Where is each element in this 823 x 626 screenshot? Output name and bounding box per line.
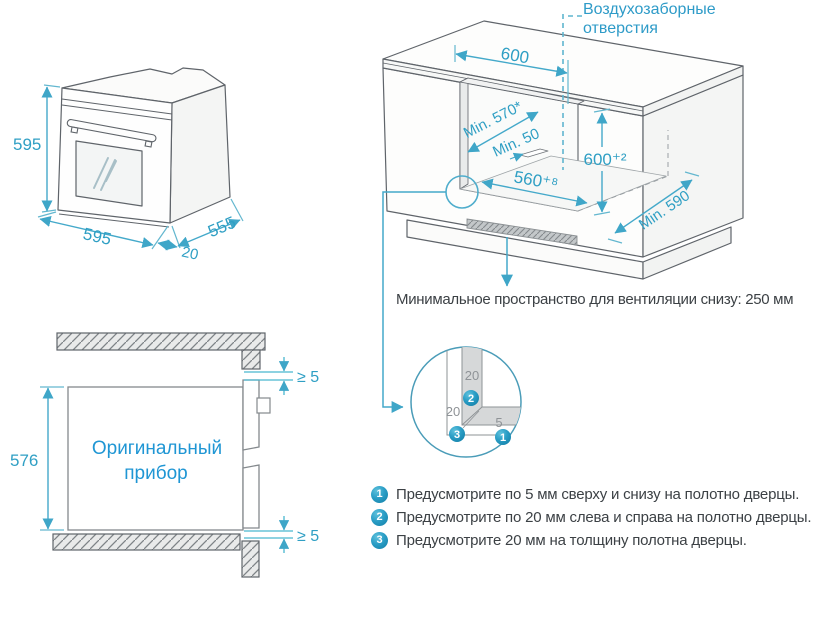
oven-in-section: [67, 379, 271, 531]
air-intake-label-line1: Воздухозаборные: [583, 1, 716, 18]
original-appliance-label-line2: прибор: [124, 463, 188, 484]
note-item-3: 3 Предусмотрите 20 мм на толщину полотна…: [371, 529, 813, 552]
note-3-badge: 3: [371, 532, 388, 549]
cabinet-walls-hatched: [52, 332, 266, 578]
oven-width-label: 595: [81, 224, 113, 249]
oven-door-thickness-label: 20: [180, 244, 200, 264]
niche-section-drawing: ≥ 5 ≥ 5 576 Оригинальный прибор: [10, 332, 319, 578]
svg-text:2: 2: [468, 393, 474, 405]
oven-depth-label: 555: [205, 213, 239, 242]
oven-height-label: 595: [13, 135, 41, 154]
detail-side-20-label: 20: [465, 368, 479, 383]
window-shine-lines: [93, 157, 117, 191]
original-appliance-label-line1: Оригинальный: [92, 438, 222, 459]
detail-badge-3: 3: [449, 426, 465, 442]
air-intake-label-line2: отверстия: [583, 20, 658, 37]
cabinet-dimensions: [454, 45, 700, 244]
corner-detail-view: 20 20 5 2 3 1: [410, 346, 522, 458]
detail-connector-line: [382, 191, 446, 413]
oven-dimensions: [37, 84, 244, 251]
detail-gap-5-label: 5: [495, 415, 502, 430]
svg-text:3: 3: [454, 429, 460, 441]
gap-bottom-label: ≥ 5: [297, 528, 319, 545]
plinth-side: [642, 226, 732, 280]
gap-top-label: ≥ 5: [297, 369, 319, 386]
detail-badge-1: 1: [495, 429, 511, 445]
installation-notes: 1 Предусмотрите по 5 мм сверху и снизу н…: [371, 483, 813, 552]
niche-top-width-label: 600: [499, 44, 530, 68]
oven-door-handle: [66, 119, 157, 148]
note-item-1: 1 Предусмотрите по 5 мм сверху и снизу н…: [371, 483, 813, 506]
note-2-badge: 2: [371, 509, 388, 526]
note-3-text: Предусмотрите 20 мм на толщину полотна д…: [396, 532, 747, 549]
door-panel-lower: [242, 464, 260, 529]
cabinet-isometric-drawing: Воздухозаборные отверстия 600 Min. 570* …: [382, 1, 744, 458]
door-latch: [256, 397, 271, 414]
oven-isometric-drawing: 595 595 555 20: [13, 67, 244, 264]
note-1-badge: 1: [371, 486, 388, 503]
detail-badge-2: 2: [463, 390, 479, 406]
gap-dimensions: [244, 357, 293, 553]
note-item-2: 2 Предусмотрите по 20 мм слева и справа …: [371, 506, 813, 529]
ventilation-note: Минимальное пространство для вентиляции …: [396, 291, 794, 308]
svg-text:1: 1: [500, 432, 506, 444]
countertop-side: [642, 65, 744, 117]
air-intake-line: [562, 14, 582, 170]
note-2-text: Предусмотрите по 20 мм слева и справа на…: [396, 509, 812, 526]
oven-door-window: [75, 140, 143, 207]
section-height-label: 576: [10, 451, 38, 470]
door-panel-upper: [242, 379, 260, 451]
note-1-text: Предусмотрите по 5 мм сверху и снизу на …: [396, 486, 800, 503]
section-height-dimension: [40, 386, 64, 531]
niche-height-label: 600⁺²: [584, 150, 627, 169]
detail-left-20-label: 20: [446, 404, 460, 419]
vent-slot: [466, 218, 578, 246]
